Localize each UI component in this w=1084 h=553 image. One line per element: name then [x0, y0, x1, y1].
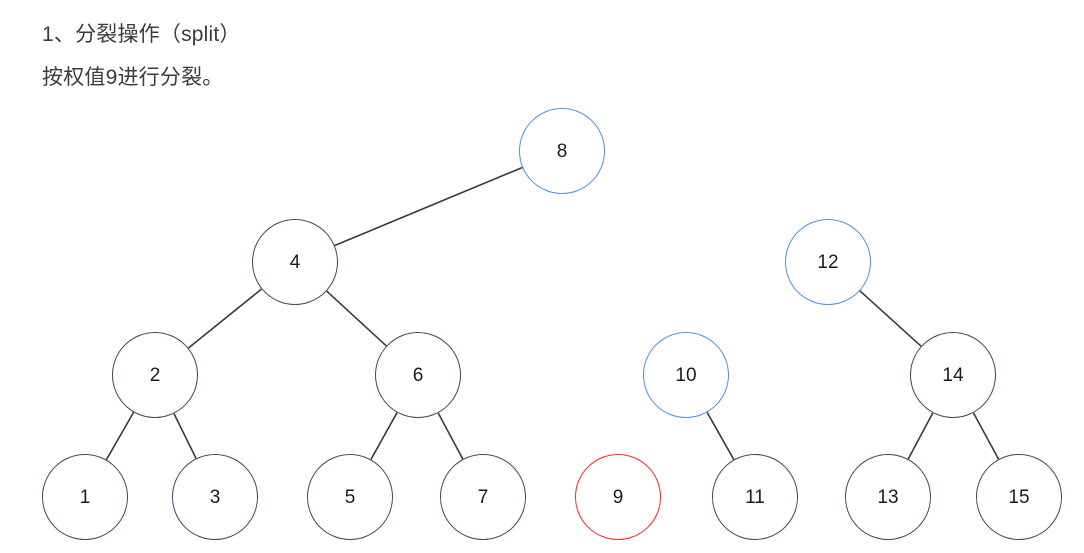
tree-node-label: 5 [344, 486, 356, 508]
tree-node-11[interactable]: 11 [712, 454, 798, 540]
tree-node-label: 9 [612, 486, 624, 508]
tree-node-2[interactable]: 2 [112, 332, 198, 418]
tree-node-10[interactable]: 10 [643, 332, 729, 418]
tree-node-13[interactable]: 13 [845, 454, 931, 540]
tree-node-14[interactable]: 14 [910, 332, 996, 418]
tree-node-5[interactable]: 5 [307, 454, 393, 540]
tree-node-label: 11 [745, 486, 765, 508]
tree-node-label: 6 [412, 364, 424, 386]
tree-node-label: 10 [675, 364, 697, 386]
tree-node-label: 14 [942, 364, 964, 386]
tree-node-12[interactable]: 12 [785, 219, 871, 305]
tree-node-6[interactable]: 6 [375, 332, 461, 418]
tree-node-label: 1 [79, 486, 91, 508]
tree-node-label: 4 [289, 251, 301, 273]
tree-edge [437, 412, 464, 460]
tree-edge [334, 166, 523, 247]
tree-node-label: 12 [817, 251, 839, 273]
tree-node-3[interactable]: 3 [172, 454, 258, 540]
tree-node-8[interactable]: 8 [519, 108, 605, 194]
tree-node-label: 2 [149, 364, 161, 386]
tree-node-7[interactable]: 7 [440, 454, 526, 540]
tree-node-15[interactable]: 15 [976, 454, 1062, 540]
tree-edge [859, 290, 922, 347]
tree-node-1[interactable]: 1 [42, 454, 128, 540]
tree-node-9[interactable]: 9 [575, 454, 661, 540]
tree-edge [105, 411, 135, 461]
tree-edge [706, 412, 735, 460]
tree-edge [187, 288, 263, 349]
tree-edge [326, 290, 387, 347]
tree-edge [907, 412, 934, 460]
tree-node-label: 13 [877, 486, 899, 508]
tree-edge [173, 413, 197, 459]
tree-node-4[interactable]: 4 [252, 219, 338, 305]
caption-line-1: 1、分裂操作（split） [42, 23, 241, 46]
tree-edge [370, 412, 398, 460]
tree-node-label: 3 [209, 486, 221, 508]
caption-line-2: 按权值9进行分裂。 [42, 66, 224, 89]
tree-node-label: 7 [477, 486, 489, 508]
tree-node-label: 8 [556, 140, 568, 162]
tree-edge [972, 412, 1000, 460]
tree-node-label: 15 [1008, 486, 1030, 508]
